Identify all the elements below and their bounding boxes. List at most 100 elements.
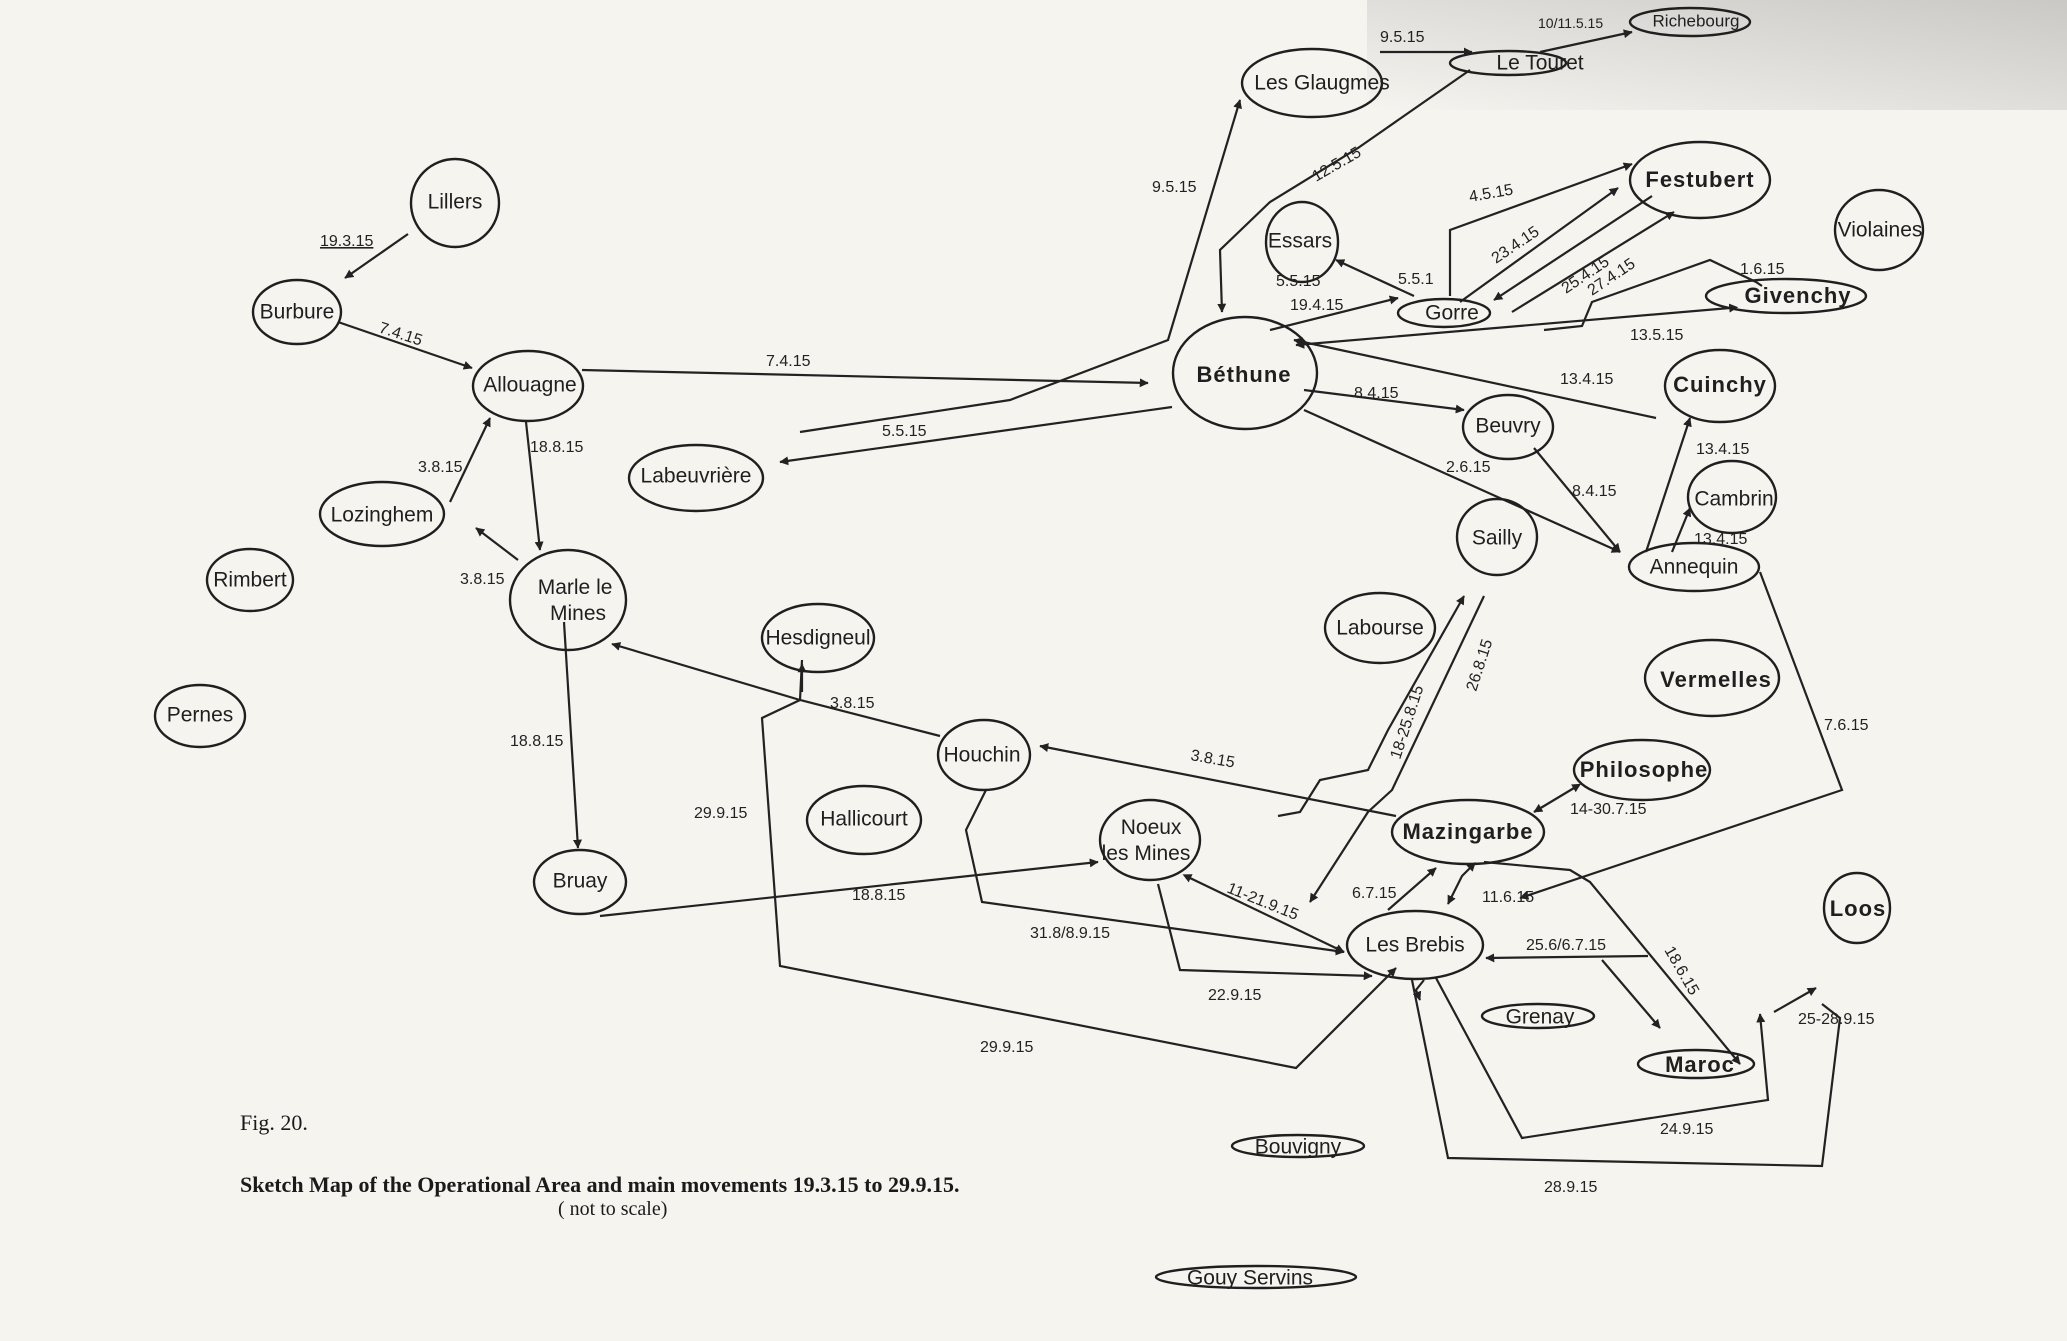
place-gorre: Gorre [1425,302,1479,325]
date-annequin-brebis: 7.6.15 [1824,717,1869,734]
place-labourse: Labourse [1336,617,1424,640]
date-givenchy-bethune: 13.5.15 [1630,327,1683,344]
place-rimbert: Rimbert [213,569,287,592]
place-marle: Marle le Mines [538,576,619,625]
date-bethune-gorre: 19.4.15 [1290,297,1343,314]
places [153,6,1925,1290]
date-bethune-annequin: 2.6.15 [1446,459,1491,476]
date-lozinghem-allouagne: 3.8.15 [418,459,463,476]
edge-annequin-cambrin [1670,507,1692,553]
place-houchin: Houchin [943,744,1020,767]
date-houchin-brebis: 31.8/8.9.15 [1030,925,1110,942]
figure-note: ( not to scale) [558,1198,668,1220]
figure-label: Fig. 20. [240,1110,308,1135]
edge-allouagne-bethune [581,368,1149,388]
edge-lozinghem-allouagne [449,417,491,503]
edge-labeuvriere-glaugmes [799,99,1242,434]
place-givenchy: Givenchy [1744,283,1851,308]
edge-noeux-sailly [1277,595,1465,818]
edge-mazingarbe-maroc2 [1483,860,1741,1065]
edge-touret-bethune [1217,69,1471,313]
place-mazingarbe: Mazingarbe [1402,819,1533,844]
place-maroc: Maroc [1665,1052,1735,1077]
place-labeuvriere: Labeuvrière [641,465,752,488]
edge-loos [1773,987,1817,1013]
scan-shadow [1367,0,2067,110]
edge-beuvry-annequin [1533,447,1621,553]
date-gorre-essars: 5.5.15 [1276,273,1321,290]
edge-gorre-festubert [1448,162,1633,296]
date-beuvry-annequin: 8.4.15 [1572,483,1617,500]
edge-sailly-brebis [1309,595,1485,903]
edge-brebis-up [1412,979,1425,1001]
place-hallicourt: Hallicourt [820,808,908,831]
edge-marle-bruay [562,621,582,849]
date-mazingarbe-brebis: 11.6.15 [1482,889,1534,906]
date-marle-lozinghem: 3.8.15 [460,571,505,588]
place-bethune: Béthune [1197,362,1292,387]
date-allouagne-marle: 18.8.15 [530,439,583,456]
date-givenchy: 1.6.15 [1740,261,1785,278]
place-lillers: Lillers [428,191,483,214]
figure-title: Sketch Map of the Operational Area and m… [240,1172,960,1197]
edge-brebis-maroc [1601,959,1661,1029]
place-le-touret: Le Touret [1496,52,1583,75]
edge-philosophe [1533,783,1582,813]
edge-bruay-noeux [599,858,1099,918]
edge-hesdigneul-brebis [760,659,1397,1070]
edge-lillers-burbure [344,233,409,279]
place-les-glaugmes: Les Glaugmes [1254,72,1389,95]
figure-caption: Fig. 20. Sketch Map of the Operational A… [240,1110,1140,1221]
edge-gorre-festubert-3 [1511,211,1675,313]
movement-edges [337,29,1844,1168]
date-brebis-hesdigneul: 29.9.15 [980,1039,1033,1056]
date-cuinchy-bethune: 13.4.15 [1560,371,1613,388]
place-bouvigny: Bouvigny [1255,1136,1342,1159]
edge-burbure-allouagne [337,320,473,370]
date-brebis-loos-28: 28.9.15 [1544,1179,1597,1196]
place-les-brebis: Les Brebis [1365,934,1464,957]
edge-noeux-brebis-2 [1156,883,1373,981]
date-marle-bruay: 18.8.15 [510,733,563,750]
place-essars: Essars [1268,230,1332,253]
place-philosophe: Philosophe [1580,757,1709,782]
edge-bethune-annequin [1303,408,1621,554]
date-noeux-brebis: 11-21.9.15 [1225,880,1301,924]
edge-mazingarbe-houchin [1039,743,1397,818]
place-cambrin: Cambrin [1694,488,1773,511]
date-philosophe: 14-30.7.15 [1570,801,1647,818]
date-bethune-labeuvriere: 5.5.15 [882,423,927,440]
edge-mazingarbe-brebis [1447,862,1476,905]
place-beuvry: Beuvry [1475,415,1541,438]
place-noeux: Noeux les Mines [1102,816,1191,865]
edge-brebis-loos-28 [1410,979,1842,1168]
edge-allouagne-marle [524,421,544,551]
edge-houchin-brebis [964,789,1345,956]
date-to-glaugmes: 9.5.15 [1152,179,1197,196]
place-richebourg: Richebourg [1653,11,1740,30]
date-burbure-allouagne: 7.4.15 [377,320,425,350]
place-pernes: Pernes [167,704,234,727]
date-brebis-maroc: 25.6/6.7.15 [1526,937,1606,954]
place-vermelles: Vermelles [1660,667,1772,692]
date-lillers-burbure: 19.3.15 [320,233,373,250]
place-bruay: Bruay [553,870,608,893]
edge-brebis-mazingarbe [1387,867,1437,911]
date-bethune-beuvry: 8.4.15 [1354,385,1399,402]
date-touret-richebourg: 10/11.5.15 [1538,15,1603,31]
place-lozinghem: Lozinghem [331,504,434,527]
edge-marle-lozinghem [475,527,519,561]
date-noeux-brebis-2: 22.9.15 [1208,987,1261,1004]
place-sailly: Sailly [1472,527,1523,550]
place-violaines: Violaines [1838,219,1923,242]
place-annequin: Annequin [1650,556,1739,579]
edge-cuinchy-bethune [1293,337,1657,420]
edge-maroc-brebis [1485,953,1649,963]
date-annequin-cuinchy: 13.4.15 [1696,441,1749,458]
edge-bethune-beuvry [1303,388,1465,414]
date-houchin-marle: 3.8.15 [830,695,875,712]
place-grenay: Grenay [1506,1006,1575,1029]
date-brebis-mazingarbe: 6.7.15 [1352,885,1397,902]
edge-noeux-brebis [1182,874,1345,953]
